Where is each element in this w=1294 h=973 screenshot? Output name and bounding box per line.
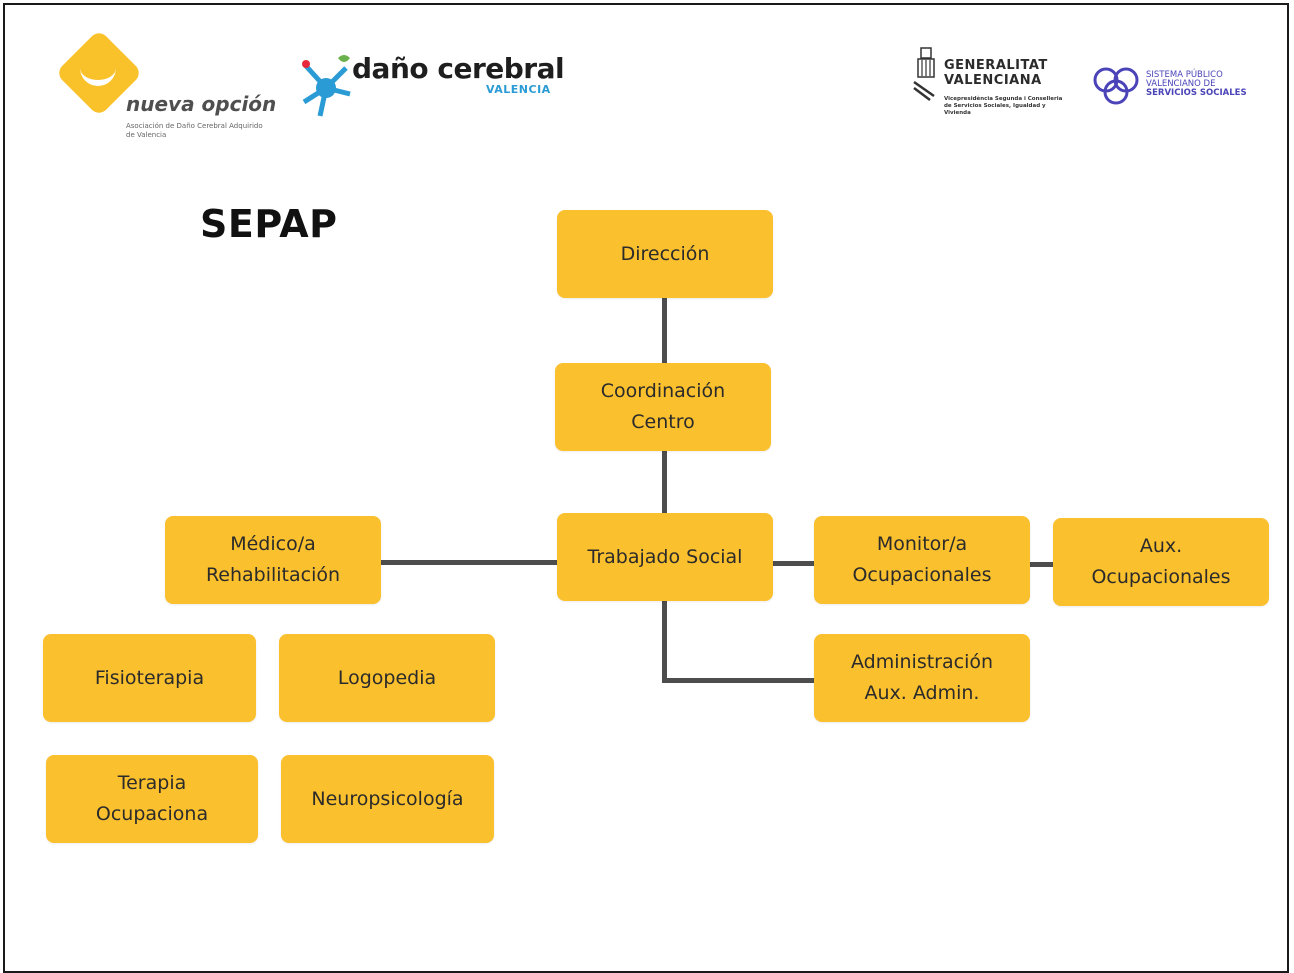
node-aux-ocupacionales: Aux. Ocupacionales: [1053, 518, 1269, 606]
connector-medico-trabajado: [381, 560, 557, 565]
node-medico-line2: Rehabilitación: [205, 564, 341, 586]
connector-trabajado-monitor: [772, 561, 815, 566]
interlocked-circles-icon: [1093, 67, 1139, 105]
neuron-icon: [302, 55, 351, 117]
node-monitor-line2: Ocupacionales: [852, 564, 992, 586]
generalitat-name: GENERALITAT VALENCIANA: [944, 58, 1048, 88]
nueva-opcion-name: nueva opción: [126, 92, 277, 116]
node-fisioterapia: Fisioterapia: [43, 634, 256, 722]
node-coordinacion-line1: Coordinación: [600, 380, 726, 402]
connector-coordinacion-trabajado: [662, 450, 667, 514]
connector-to-administracion: [662, 678, 815, 683]
node-coordinacion-line2: Centro: [631, 411, 695, 433]
generalitat-name-line2: VALENCIANA: [944, 73, 1042, 88]
node-direccion: Dirección: [557, 210, 773, 298]
node-coordinacion-centro: Coordinación Centro: [555, 363, 771, 451]
generalitat-subtitle: Vicepresidència Segunda i Conselleria de…: [944, 96, 1063, 116]
sistema-publico-line1: SISTEMA PÚBLICO: [1146, 70, 1223, 80]
node-aux-line1: Aux.: [1139, 535, 1183, 557]
node-terapia-ocupaciona: Terapia Ocupaciona: [46, 755, 258, 843]
page-title: SEPAP: [200, 202, 338, 246]
node-neuropsicologia: Neuropsicología: [281, 755, 494, 843]
node-logopedia-label: Logopedia: [337, 666, 437, 689]
node-terapia-line1: Terapia: [117, 772, 187, 794]
node-fisioterapia-label: Fisioterapia: [94, 666, 205, 689]
node-administracion-line1: Administración: [850, 651, 994, 673]
node-monitor-line1: Monitor/a: [876, 533, 968, 555]
node-medico-rehabilitacion: Médico/a Rehabilitación: [165, 516, 381, 604]
node-trabajado-social-label: Trabajado Social: [587, 545, 743, 568]
node-terapia-line2: Ocupaciona: [95, 803, 209, 825]
node-neuropsicologia-label: Neuropsicología: [311, 787, 464, 810]
node-administracion-line2: Aux. Admin.: [864, 682, 980, 704]
node-aux-line2: Ocupacionales: [1091, 566, 1231, 588]
node-logopedia: Logopedia: [279, 634, 495, 722]
sistema-publico-line3: SERVICIOS SOCIALES: [1146, 88, 1247, 98]
generalitat-name-line1: GENERALITAT: [944, 58, 1048, 73]
node-monitor-ocupacionales: Monitor/a Ocupacionales: [814, 516, 1030, 604]
node-trabajado-social: Trabajado Social: [557, 513, 773, 601]
node-direccion-label: Dirección: [620, 242, 710, 265]
node-administracion: Administración Aux. Admin.: [814, 634, 1030, 722]
node-medico-line1: Médico/a: [230, 533, 316, 555]
connector-direccion-coordinacion: [662, 298, 667, 364]
coat-of-arms-icon: [913, 47, 935, 101]
connector-monitor-aux: [1030, 562, 1054, 567]
sistema-publico-text: SISTEMA PÚBLICO VALENCIANO DE SERVICIOS …: [1146, 71, 1256, 98]
connector-trabajado-down: [662, 600, 667, 683]
sistema-publico-line2: VALENCIANO DE: [1146, 79, 1216, 89]
dano-cerebral-subtitle: VALENCIA: [486, 83, 551, 96]
dano-cerebral-name: daño cerebral: [352, 52, 565, 85]
nueva-opcion-subtitle: Asociación de Daño Cerebral Adquirido de…: [126, 122, 263, 139]
smile-icon: [80, 58, 116, 86]
